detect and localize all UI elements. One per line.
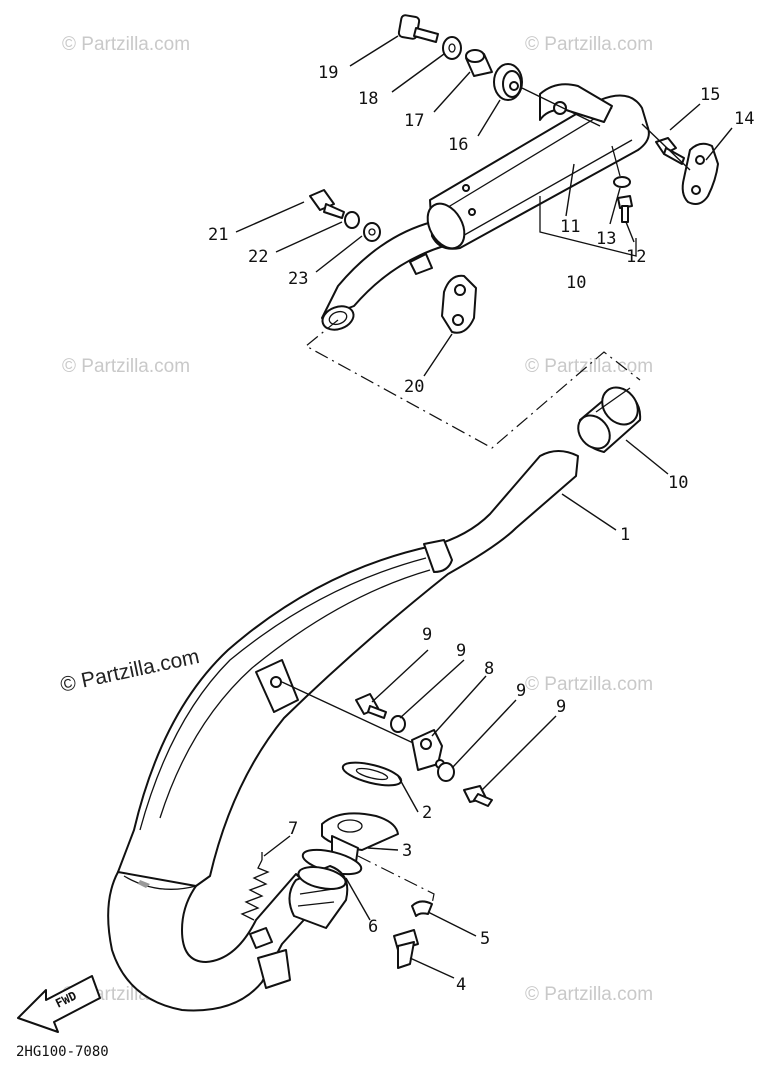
watermark: © Partzilla.com — [62, 356, 190, 377]
exhaust-joint-parts — [240, 761, 435, 969]
diagram-code: 2HG100-7080 — [16, 1044, 109, 1060]
rear-bracket-hardware — [611, 123, 719, 223]
callout-25: 23 — [288, 269, 308, 289]
callout-6: 6 — [368, 917, 378, 937]
callout-2: 2 — [422, 803, 432, 823]
muffler-mount-hardware — [397, 14, 601, 127]
callout-15: 13 — [596, 229, 616, 249]
joint-sleeve-11 — [577, 386, 642, 453]
callout-11: 10 — [668, 473, 688, 493]
callout-24: 22 — [248, 247, 268, 267]
callout-1: 1 — [620, 525, 630, 545]
callout-7: 7 — [288, 819, 298, 839]
callout-10b: 9 — [516, 681, 526, 701]
callout-21: 19 — [318, 63, 338, 83]
callout-17: 15 — [700, 85, 720, 105]
callout-18: 16 — [448, 135, 468, 155]
callout-20: 18 — [358, 89, 378, 109]
assembly-line — [281, 681, 425, 749]
callout-9a: 9 — [422, 625, 432, 645]
callout-labels: 19 18 17 16 15 14 11 13 12 10 21 22 23 2… — [208, 63, 754, 995]
callout-12: 10 — [566, 273, 586, 293]
callout-5: 5 — [480, 929, 490, 949]
callout-3: 3 — [402, 841, 412, 861]
callout-19: 17 — [404, 111, 424, 131]
exhaust-pipe-1 — [107, 450, 579, 1012]
watermark-dark: © Partzilla.com — [58, 645, 201, 697]
watermark: © Partzilla.com — [525, 674, 653, 695]
callout-16: 14 — [734, 109, 754, 129]
group-bracket-12 — [539, 196, 637, 257]
assembly-line — [304, 319, 641, 449]
callout-10-upper: 9 — [456, 641, 466, 661]
fwd-arrow-icon: FWD — [17, 975, 101, 1033]
watermark: © Partzilla.com — [62, 34, 190, 55]
watermark: © Partzilla.com — [525, 356, 653, 377]
watermark: © Partzilla.com — [525, 984, 653, 1005]
callout-8: 8 — [484, 659, 494, 679]
callout-leaders — [235, 35, 733, 979]
callout-9b: 9 — [556, 697, 566, 717]
callout-22: 20 — [404, 377, 424, 397]
callout-23: 21 — [208, 225, 228, 245]
muffler-assembly — [321, 83, 650, 331]
callout-13: 11 — [560, 217, 580, 237]
bracket-22 — [441, 274, 477, 334]
callout-14: 12 — [626, 247, 646, 267]
bracket-8-hardware — [355, 693, 493, 807]
inlet-mount-hardware — [309, 189, 381, 242]
watermark: © Partzilla.com — [525, 34, 653, 55]
callout-4: 4 — [456, 975, 466, 995]
